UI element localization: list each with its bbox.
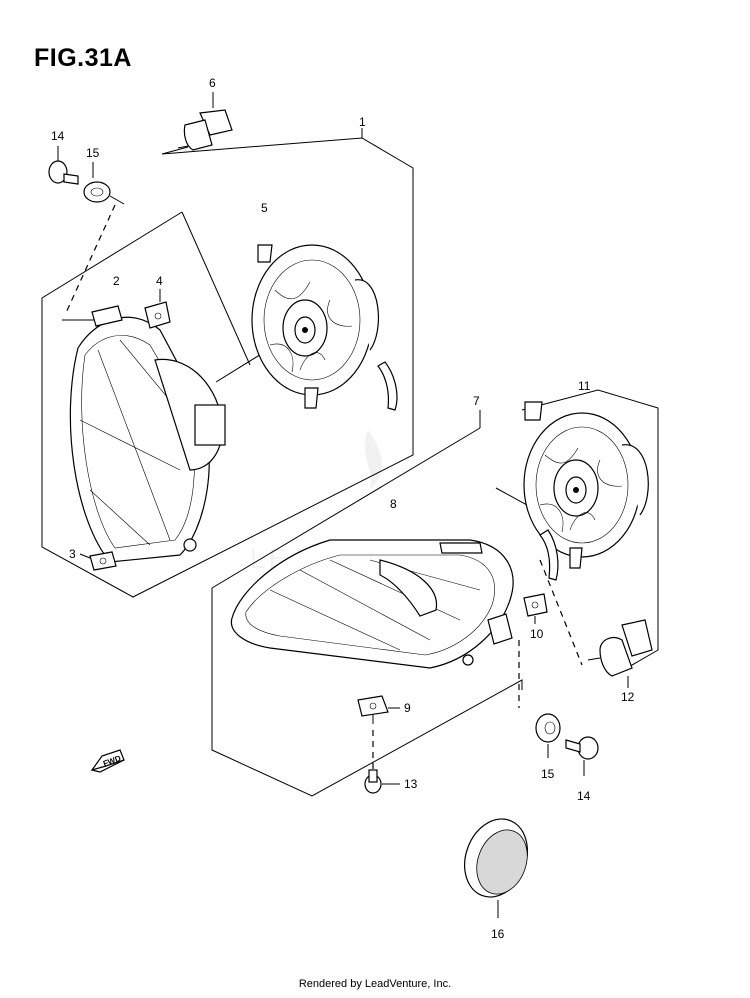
reflector-16 (464, 818, 528, 918)
callout-2: 2 (113, 274, 120, 288)
callout-12: 12 (621, 690, 635, 704)
callout-labels: 1 2 3 4 5 6 7 8 9 10 11 12 13 14 15 16 1… (51, 76, 635, 941)
callout-3: 3 (69, 547, 76, 561)
footer-credit: Rendered by LeadVenture, Inc. (298, 978, 452, 990)
bulb-socket-5 (251, 244, 398, 411)
grommet-15-upper (83, 162, 125, 205)
callout-7: 7 (473, 394, 480, 408)
headlight-lens-2 (69, 305, 226, 563)
callout-8: 8 (390, 497, 397, 511)
callout-13: 13 (404, 777, 418, 791)
callout-15: 15 (541, 767, 555, 781)
callout-14: 14 (51, 129, 65, 143)
callout-9: 9 (404, 701, 411, 715)
headlight-lens-8 (230, 539, 514, 669)
callout-11: 11 (578, 379, 591, 393)
callout-6: 6 (209, 76, 216, 90)
bulb-12 (587, 619, 653, 688)
forward-direction-arrow: FWD (90, 749, 125, 773)
callout-15: 15 (86, 146, 100, 160)
callout-4: 4 (156, 274, 163, 288)
lower-headlight-assembly (211, 389, 659, 797)
screw-13 (364, 769, 400, 794)
clip-10 (523, 593, 548, 624)
assembly-outline-1 (41, 137, 414, 598)
callout-10: 10 (530, 627, 544, 641)
bulb-6 (177, 92, 233, 151)
clip-4 (144, 289, 171, 329)
callout-14: 14 (577, 789, 591, 803)
screw-14-lower (565, 736, 599, 776)
figure-title: FIG.31A (34, 44, 132, 72)
callout-16: 16 (491, 927, 505, 941)
screw-14-upper (48, 146, 79, 185)
nut-9 (357, 695, 400, 717)
upper-headlight-assembly (41, 128, 414, 598)
callout-1: 1 (359, 115, 366, 129)
nut-3 (79, 551, 117, 571)
grommet-15-lower (535, 713, 561, 758)
callout-5: 5 (261, 201, 268, 215)
bulb-socket-11 (523, 401, 649, 581)
assembly-outline-7 (211, 588, 523, 797)
